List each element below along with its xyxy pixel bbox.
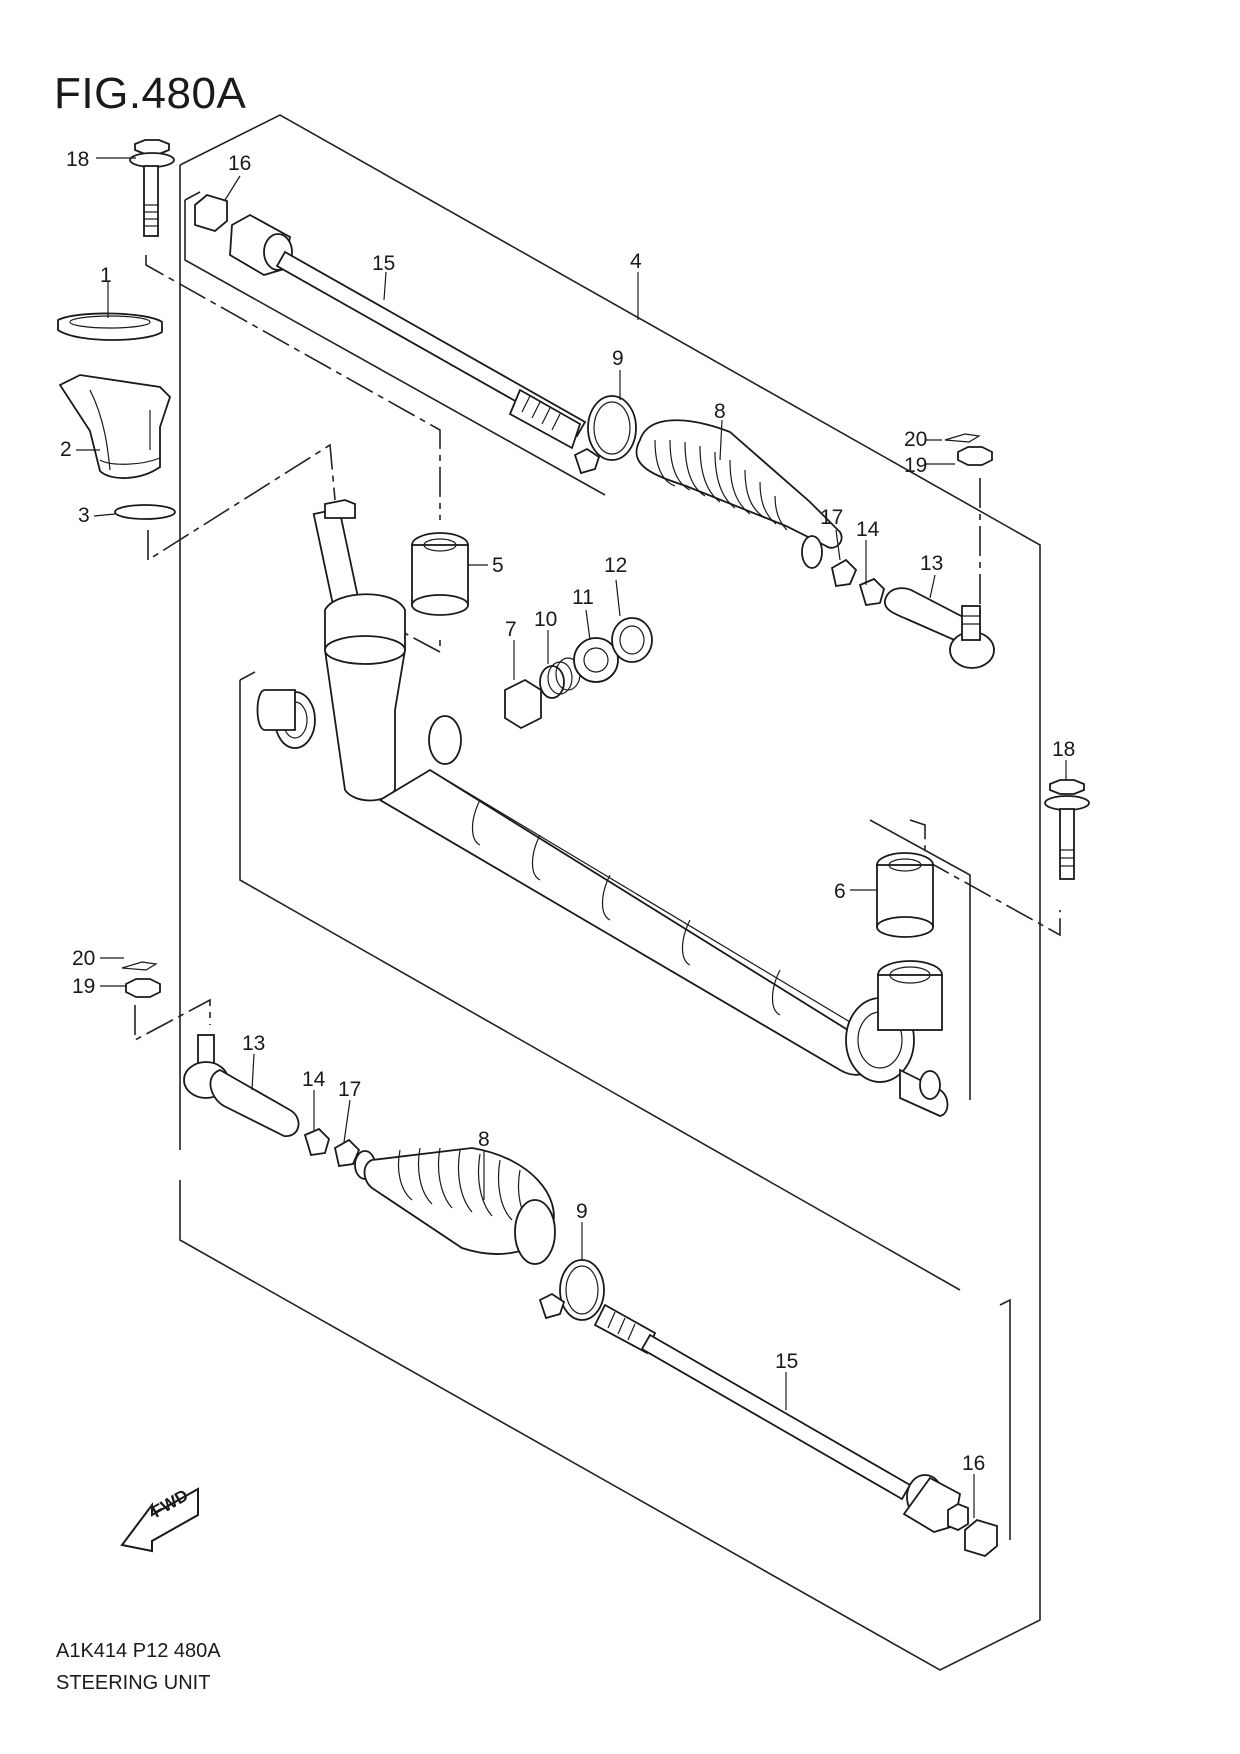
footer-figure-name: STEERING UNIT	[56, 1672, 211, 1694]
clip-17-upper	[830, 558, 858, 588]
callout-4: 4	[630, 250, 642, 273]
nut-19-upper	[957, 446, 993, 466]
callout-19-upper: 19	[904, 454, 927, 477]
cotter-pin-20-lower	[121, 961, 158, 971]
footer-figure-code: A1K414 P12 480A	[56, 1640, 221, 1662]
callout-2: 2	[60, 438, 72, 461]
callout-12: 12	[604, 554, 627, 577]
callout-labels: 18 1 2 3 16 15 4 9 8 20 19 17 14 13 5 7 …	[60, 148, 1075, 1475]
bushing-6	[876, 852, 934, 938]
callout-14-upper: 14	[856, 518, 880, 541]
cotter-pin-20-upper	[944, 433, 981, 443]
nut-19-lower	[125, 978, 161, 998]
callout-leaders	[76, 157, 1067, 1518]
figure-title: FIG.480A	[54, 69, 247, 118]
callout-6: 6	[834, 880, 846, 903]
bellows-8-lower	[354, 1147, 556, 1265]
bushing-5	[411, 532, 469, 616]
callout-9-upper: 9	[612, 347, 624, 370]
callout-3: 3	[78, 504, 90, 527]
tie-rod-15-lower	[593, 1303, 969, 1533]
clamp-9-lower	[538, 1259, 605, 1321]
callout-9-lower: 9	[576, 1200, 588, 1223]
nut-14-lower	[303, 1127, 331, 1157]
bolt-18-upper	[129, 139, 175, 237]
callout-15-upper: 15	[372, 252, 395, 275]
plate-16-upper	[194, 193, 228, 233]
bolt-18-right	[1044, 779, 1090, 880]
callout-15-lower: 15	[775, 1350, 798, 1373]
tie-rod-end-13-upper	[883, 587, 995, 669]
tie-rod-15-upper	[229, 213, 587, 450]
fwd-arrow-icon: FWD	[120, 1486, 199, 1553]
callout-8-lower: 8	[478, 1128, 490, 1151]
ring-1	[57, 312, 163, 341]
callout-10: 10	[534, 608, 557, 631]
callout-11: 11	[572, 586, 594, 609]
callout-13-lower: 13	[242, 1032, 265, 1055]
callout-18-right: 18	[1052, 738, 1075, 761]
tie-rod-end-13-lower	[183, 1034, 300, 1137]
callout-20-upper: 20	[904, 428, 927, 451]
nut-12	[611, 617, 653, 663]
steering-gear-housing-4	[256, 499, 949, 1117]
spring-10	[539, 657, 581, 699]
callout-20-lower: 20	[72, 947, 95, 970]
bellows-8-upper	[635, 419, 843, 569]
callout-19-lower: 19	[72, 975, 95, 998]
plug-11	[573, 637, 619, 683]
callout-16-lower: 16	[962, 1452, 985, 1475]
callout-13-upper: 13	[920, 552, 943, 575]
assembly-frame	[179, 114, 1041, 1671]
callout-1: 1	[100, 264, 112, 287]
callout-14-lower: 14	[302, 1068, 326, 1091]
boot-2	[58, 374, 172, 479]
callout-7: 7	[505, 618, 517, 641]
callout-18-upper: 18	[66, 148, 89, 171]
callout-16-upper: 16	[228, 152, 251, 175]
callout-8-upper: 8	[714, 400, 726, 423]
o-ring-3	[114, 504, 176, 520]
nut-14-upper	[858, 577, 886, 607]
plate-16-lower	[964, 1518, 998, 1558]
callout-17-lower: 17	[338, 1078, 361, 1101]
callout-5: 5	[492, 554, 504, 577]
yoke-7	[504, 678, 542, 730]
clamp-9-upper	[573, 395, 637, 475]
callout-17-upper: 17	[820, 506, 843, 529]
